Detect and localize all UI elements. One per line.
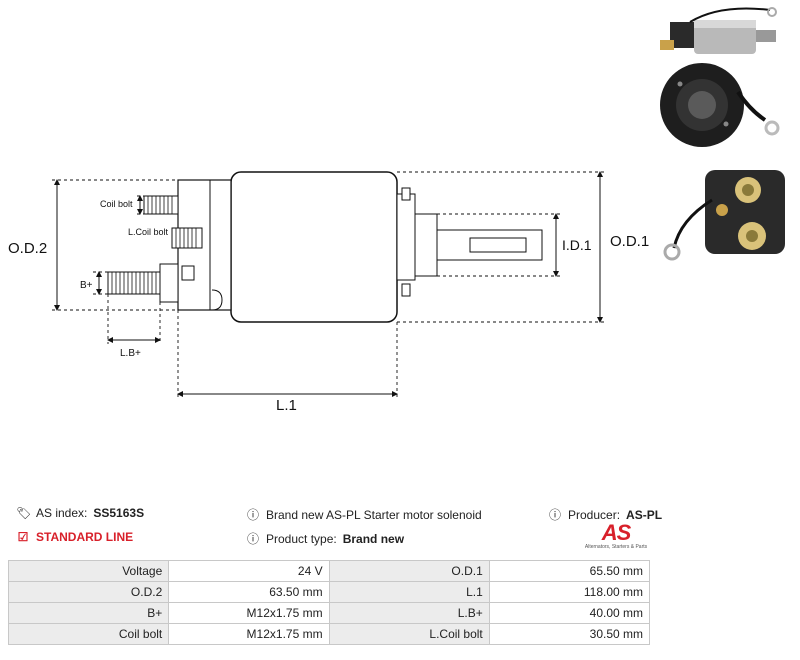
- standard-line-label: STANDARD LINE: [36, 530, 134, 544]
- checkbox-icon: ☑: [17, 530, 29, 544]
- photo-terminal-view: [663, 170, 785, 261]
- l1-label: L.1: [276, 397, 297, 414]
- spec-value: 40.00 mm: [488, 602, 651, 624]
- as-index-row: 🏷︎ AS index: SS5163S: [16, 506, 144, 520]
- spec-table: Voltage 24 V O.D.1 65.50 mm O.D.2 63.50 …: [7, 560, 651, 645]
- info-icon: ⓘ: [246, 508, 259, 522]
- product-type-row: ⓘ Product type: Brand new: [246, 530, 404, 547]
- od1-label: O.D.1: [610, 233, 649, 250]
- id1-label: I.D.1: [562, 237, 592, 253]
- spec-key: Coil bolt: [7, 623, 170, 645]
- spec-key: L.1: [328, 581, 490, 603]
- spec-key: B+: [7, 602, 170, 624]
- description: Brand new AS-PL Starter motor solenoid: [266, 507, 482, 522]
- table-row: Voltage 24 V O.D.1 65.50 mm: [7, 560, 651, 582]
- producer-label: Producer:: [568, 507, 621, 522]
- spec-key: L.Coil bolt: [328, 623, 490, 645]
- solenoid-body: [230, 171, 398, 323]
- as-index-label: AS index:: [36, 506, 88, 520]
- spec-value: 63.50 mm: [168, 581, 330, 603]
- od2-label: O.D.2: [8, 240, 47, 257]
- spec-key: O.D.1: [328, 560, 490, 582]
- spec-value: M12x1.75 mm: [168, 602, 330, 624]
- table-row: O.D.2 63.50 mm L.1 118.00 mm: [7, 581, 651, 603]
- product-photos: [660, 7, 785, 261]
- logo-subtitle: Alternators, Starters & Parts: [584, 544, 648, 550]
- spec-key: L.B+: [328, 602, 490, 624]
- spec-value: 24 V: [168, 560, 330, 582]
- photo-side-view: [660, 7, 777, 54]
- spec-value: 118.00 mm: [488, 581, 651, 603]
- lcoil-bolt-label: L.Coil bolt: [128, 227, 169, 237]
- coil-bolt-label: Coil bolt: [100, 199, 133, 209]
- spec-value: 65.50 mm: [488, 560, 651, 582]
- spec-key: O.D.2: [7, 581, 170, 603]
- as-index-value: SS5163S: [93, 506, 145, 520]
- product-type-value: Brand new: [342, 531, 405, 546]
- spec-value: M12x1.75 mm: [168, 623, 330, 645]
- tag-icon: 🏷︎: [16, 506, 32, 520]
- line-row: ☑ STANDARD LINE: [16, 530, 134, 544]
- spec-key: Voltage: [7, 560, 170, 582]
- info-icon: ⓘ: [246, 532, 259, 546]
- product-info: 🏷︎ AS index: SS5163S ⓘ Brand new AS-PL S…: [0, 500, 800, 560]
- technical-drawing: O.D.2 O.D.1 I.D.1 L.1 B+ L.B+ Coil bolt …: [8, 171, 649, 414]
- producer-row: ⓘ Producer: AS-PL: [548, 506, 662, 523]
- photo-rear-view: [660, 63, 780, 147]
- logo-text: AS: [601, 520, 632, 545]
- producer-value: AS-PL: [626, 507, 663, 522]
- lbplus-label: L.B+: [120, 348, 141, 359]
- table-row: B+ M12x1.75 mm L.B+ 40.00 mm: [7, 602, 651, 624]
- table-row: Coil bolt M12x1.75 mm L.Coil bolt 30.50 …: [7, 623, 651, 645]
- info-icon: ⓘ: [548, 508, 561, 522]
- producer-logo: AS Alternators, Starters & Parts: [580, 522, 652, 554]
- product-type-label: Product type:: [266, 531, 337, 546]
- spec-value: 30.50 mm: [488, 623, 651, 645]
- bplus-label: B+: [80, 280, 93, 291]
- description-row: ⓘ Brand new AS-PL Starter motor solenoid: [246, 506, 482, 523]
